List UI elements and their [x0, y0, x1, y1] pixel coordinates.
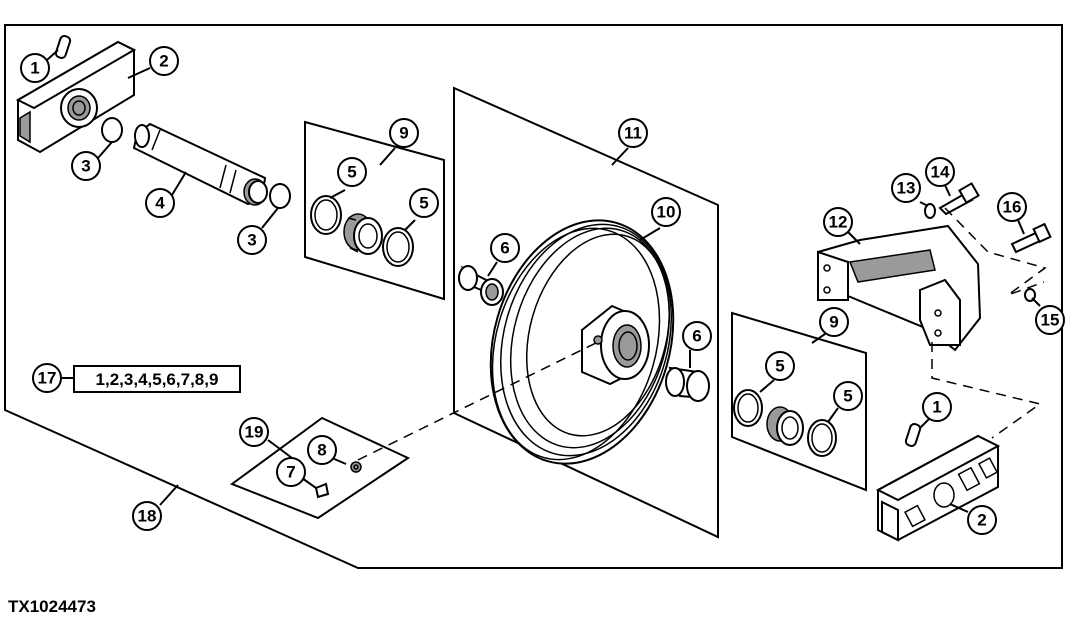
- kit-17-list-box: [73, 365, 241, 393]
- svg-text:2: 2: [977, 511, 986, 530]
- assembly-line-fitting: [357, 339, 603, 461]
- callout-15: 15: [1035, 305, 1065, 335]
- svg-text:5: 5: [347, 163, 356, 182]
- svg-text:14: 14: [931, 163, 950, 182]
- svg-text:15: 15: [1041, 311, 1060, 330]
- snap-ring-right: [269, 183, 291, 209]
- svg-text:6: 6: [500, 239, 509, 258]
- cap-screw-14: [938, 182, 980, 216]
- callout-2-upper: 2: [149, 46, 179, 76]
- callout-5-a: 5: [337, 157, 367, 187]
- callout-3-right: 3: [237, 225, 267, 255]
- svg-text:10: 10: [657, 203, 676, 222]
- callout-6-right: 6: [682, 321, 712, 351]
- callout-2-lower: 2: [967, 505, 997, 535]
- kit-17-list: 1,2,3,4,5,6,7,8,9: [96, 370, 219, 389]
- callout-5-c: 5: [765, 351, 795, 381]
- svg-text:5: 5: [843, 387, 852, 406]
- svg-text:18: 18: [138, 507, 157, 526]
- idler-bracket: [817, 224, 982, 352]
- callout-18: 18: [132, 501, 162, 531]
- svg-text:4: 4: [155, 194, 165, 213]
- seal-kit-9-right-frame: [731, 311, 867, 492]
- seal-kit-9-left-frame: [304, 120, 445, 301]
- callout-12: 12: [823, 207, 853, 237]
- callout-14: 14: [925, 157, 955, 187]
- svg-text:3: 3: [81, 157, 90, 176]
- svg-text:5: 5: [775, 357, 784, 376]
- snap-ring-left: [101, 117, 123, 143]
- callout-9-left: 9: [389, 118, 419, 148]
- bushing-left: [458, 265, 504, 306]
- spring-pin-upper: [54, 35, 72, 59]
- callout-16: 16: [997, 192, 1027, 222]
- svg-text:17: 17: [38, 369, 57, 388]
- callout-13: 13: [891, 173, 921, 203]
- fitting-kit-19-parts: [314, 461, 362, 499]
- yoke-upper-left: [15, 40, 137, 154]
- cap-screw-16: [1010, 222, 1052, 254]
- svg-text:6: 6: [692, 327, 701, 346]
- idler-shaft: [132, 122, 268, 206]
- callout-10: 10: [651, 197, 681, 227]
- callout-4: 4: [145, 188, 175, 218]
- svg-text:19: 19: [245, 423, 264, 442]
- callout-1-upper: 1: [20, 53, 50, 83]
- kit-18-outline: [4, 24, 1063, 569]
- svg-text:9: 9: [829, 313, 838, 332]
- svg-text:11: 11: [624, 124, 642, 143]
- svg-text:2: 2: [159, 52, 168, 71]
- callout-1-lower: 1: [922, 392, 952, 422]
- yoke-lower-right: [875, 434, 1001, 542]
- svg-text:1: 1: [932, 398, 941, 417]
- figure-id-label: TX1024473: [8, 597, 96, 616]
- seal-kit-9-right-parts: [733, 389, 837, 457]
- svg-text:12: 12: [829, 213, 848, 232]
- callout-5-b: 5: [409, 188, 439, 218]
- seal-kit-9-left-parts: [310, 195, 414, 267]
- assembly-line-bracket-yoke: [931, 342, 1042, 439]
- svg-text:9: 9: [399, 124, 408, 143]
- callout-19: 19: [239, 417, 269, 447]
- spring-pin-lower: [904, 423, 922, 447]
- washer-13: [924, 203, 936, 219]
- callout-6-left: 6: [490, 233, 520, 263]
- svg-text:7: 7: [286, 463, 295, 482]
- svg-text:16: 16: [1003, 198, 1022, 217]
- fitting-kit-19-frame: [229, 416, 411, 520]
- svg-text:5: 5: [419, 194, 428, 213]
- callout-17: 17: [32, 363, 62, 393]
- callout-7: 7: [276, 457, 306, 487]
- svg-text:13: 13: [897, 179, 916, 198]
- idler-assembly-11-frame: [453, 86, 719, 539]
- assembly-line-bolts: [944, 207, 1047, 296]
- leader-lines: [46, 49, 1041, 513]
- callout-11: 11: [618, 118, 648, 148]
- callout-5-d: 5: [833, 381, 863, 411]
- callout-9-right: 9: [819, 307, 849, 337]
- svg-text:8: 8: [317, 441, 326, 460]
- callout-8: 8: [307, 435, 337, 465]
- callout-3-left: 3: [71, 151, 101, 181]
- svg-text:1: 1: [30, 59, 39, 78]
- bushing-right: [665, 366, 710, 402]
- svg-text:3: 3: [247, 231, 256, 250]
- idler-wheel: [489, 219, 675, 465]
